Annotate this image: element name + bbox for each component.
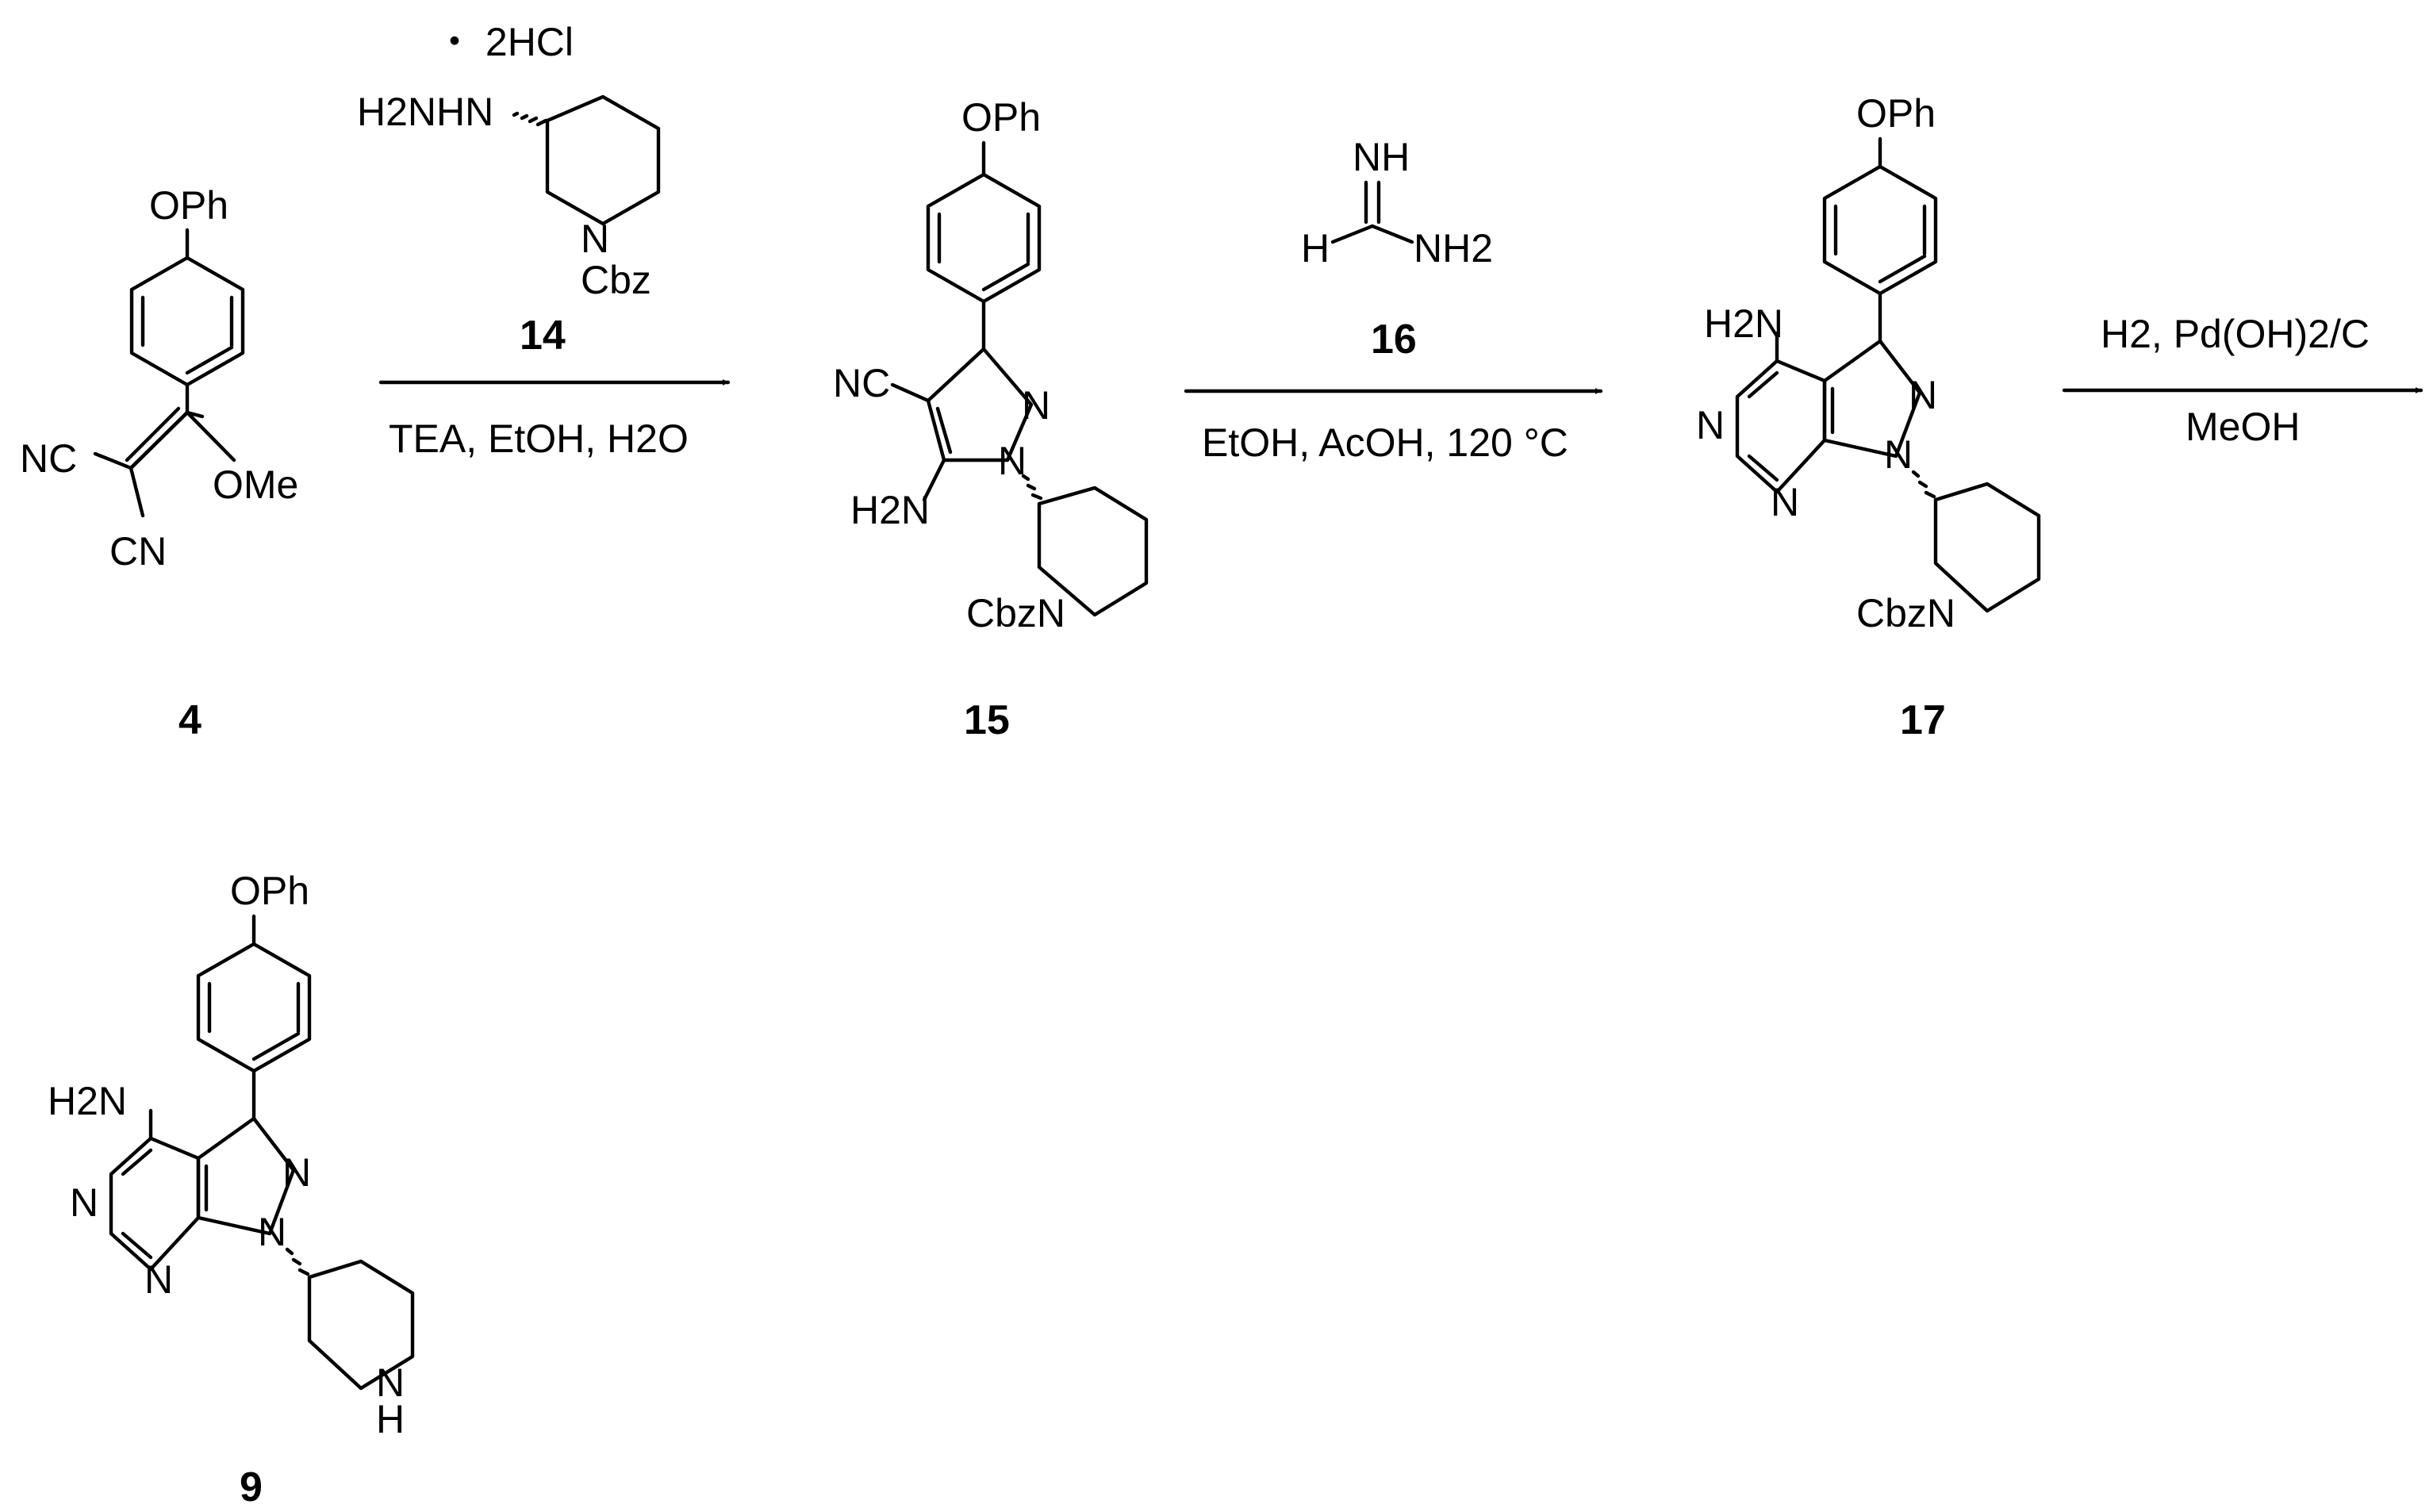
piperidine-n-label: N: [581, 217, 609, 261]
cbzn-label: CbzN: [966, 591, 1065, 635]
n1-label: N: [258, 1210, 286, 1254]
compound-17: OPh H2N N N N N CbzN 17: [1696, 91, 2041, 743]
reaction-arrow-3: H2, Pd(OH)2/C MeOH: [2062, 312, 2423, 449]
h-label: H: [1301, 226, 1330, 271]
nh-label: NH: [1353, 135, 1410, 179]
oph-label: OPh: [230, 869, 309, 913]
compound-number-15: 15: [964, 697, 1010, 743]
oph-label: OPh: [149, 183, 228, 228]
piperidine-nh-h: H: [376, 1397, 405, 1441]
pyrimidine-n-a: N: [1696, 403, 1725, 447]
hydrazine-label: H2NHN: [357, 90, 493, 134]
compound-4: OPh NC OMe CN 4: [20, 183, 298, 743]
reagent-16: NH H NH2 16: [1301, 135, 1493, 363]
nh2-label: H2N: [850, 488, 930, 532]
n2-label: N: [282, 1150, 311, 1195]
nh2-label: H2N: [1704, 301, 1783, 346]
cbzn-label: CbzN: [1856, 591, 1955, 635]
compound-number-4: 4: [178, 697, 201, 743]
oph-label: OPh: [1856, 91, 1936, 136]
compound-number-9: 9: [240, 1464, 263, 1510]
reaction-arrow-1: TEA, EtOH, H2O: [378, 379, 731, 461]
compound-number-17: 17: [1900, 697, 1946, 743]
hashed-wedge-bond: [1911, 470, 1936, 499]
step1-conditions: TEA, EtOH, H2O: [389, 416, 689, 461]
nh2-label: NH2: [1414, 226, 1493, 271]
n2-label: N: [1909, 373, 1937, 417]
compound-number-14: 14: [520, 313, 566, 359]
nc-label: NC: [20, 436, 77, 481]
pyrimidine-n-a: N: [70, 1180, 98, 1225]
n1-label: N: [1884, 432, 1913, 477]
hashed-wedge-bond: [512, 111, 548, 127]
compound-number-16: 16: [1371, 317, 1417, 363]
n2-label: N: [1022, 383, 1050, 428]
step3-conditions-bottom: MeOH: [2185, 405, 2300, 449]
salt-label: ・ 2HCl: [435, 20, 574, 64]
hashed-wedge-bond: [285, 1247, 310, 1276]
cbz-label: Cbz: [581, 258, 651, 302]
nh2-label: H2N: [48, 1079, 127, 1123]
compound-15: OPh NC N N H2N CbzN 15: [833, 95, 1149, 743]
cn-label: CN: [109, 529, 167, 574]
hashed-wedge-bond: [1021, 474, 1043, 501]
ome-label: OMe: [213, 462, 298, 507]
piperidine-nh-n: N: [376, 1360, 405, 1405]
pyrimidine-n-b: N: [144, 1257, 173, 1302]
reagent-14: ・ 2HCl H2NHN N Cbz 14: [357, 20, 661, 359]
compound-9: OPh H2N N N N N N H 9: [48, 869, 415, 1510]
reaction-arrow-2: EtOH, AcOH, 120 °C: [1184, 388, 1603, 465]
pyrimidine-n-b: N: [1771, 480, 1799, 524]
step3-conditions-top: H2, Pd(OH)2/C: [2101, 312, 2370, 356]
oph-label: OPh: [961, 95, 1041, 140]
step2-conditions: EtOH, AcOH, 120 °C: [1202, 420, 1568, 465]
nc-label: NC: [833, 361, 890, 405]
